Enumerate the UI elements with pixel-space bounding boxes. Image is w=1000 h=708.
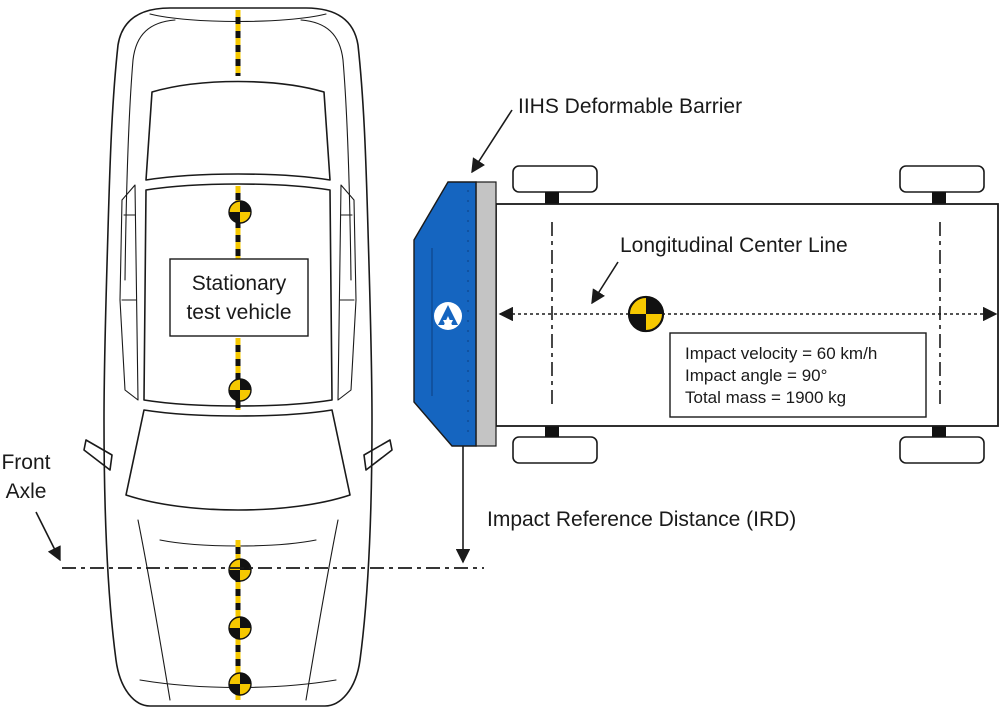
side-window-left — [119, 184, 139, 401]
roof-panel — [143, 183, 333, 407]
front-axle-label-line2: Axle — [6, 480, 47, 503]
barrier-face — [475, 181, 497, 447]
crash-test-target-icon — [228, 558, 252, 582]
iihs-logo-icon — [434, 302, 462, 330]
car-body-outline — [103, 7, 373, 707]
wheel-rear-right — [899, 436, 985, 464]
ird-label: Impact Reference Distance (IRD) — [487, 508, 796, 531]
test-params-box — [669, 332, 927, 418]
crash-test-target-icon — [228, 672, 252, 696]
wheel-front-left — [512, 165, 598, 193]
front-axle-label-line1: Front — [1, 451, 50, 474]
param-impact-velocity: Impact velocity = 60 km/h — [685, 344, 877, 363]
param-total-mass: Total mass = 1900 kg — [685, 388, 846, 407]
crash-test-target-icon — [228, 200, 252, 224]
stationary-vehicle: Stationary test vehicle — [83, 7, 393, 707]
barrier-pointer — [471, 109, 513, 174]
stationary-label-box — [169, 258, 309, 337]
windshield — [125, 409, 351, 511]
cart-target-icon — [627, 295, 665, 333]
crash-test-target-icon — [228, 378, 252, 402]
center-line-pointer — [591, 261, 619, 305]
barrier-label: IIHS Deformable Barrier — [518, 95, 742, 118]
side-window-right — [337, 184, 357, 401]
car-body-inner — [124, 19, 352, 281]
front-axle-pointer — [35, 511, 61, 562]
center-line-label: Longitudinal Center Line — [620, 234, 848, 257]
param-impact-angle: Impact angle = 90° — [685, 366, 827, 385]
stationary-label-line2: test vehicle — [186, 301, 291, 324]
crash-test-target-icon — [228, 616, 252, 640]
rear-window — [145, 80, 331, 181]
wheel-front-right — [512, 436, 598, 464]
wheel-rear-left — [899, 165, 985, 193]
stationary-label-line1: Stationary — [192, 272, 287, 295]
mirror-left — [83, 439, 113, 471]
mirror-right — [363, 439, 393, 471]
